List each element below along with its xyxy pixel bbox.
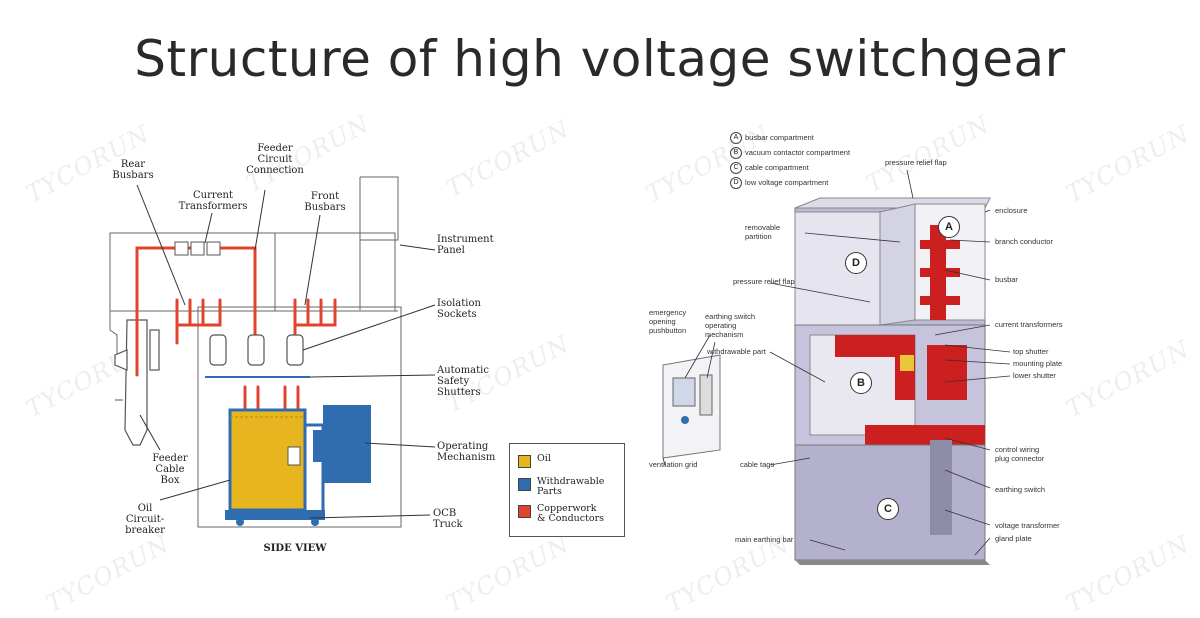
label-top-shutter: top shutter xyxy=(1013,347,1049,356)
side-view-label: SIDE VIEW xyxy=(263,543,327,554)
compartment-marker: D xyxy=(730,177,742,189)
label-feeder-circuit-connection: Feeder Circuit Connection xyxy=(246,143,304,176)
label-earthing-switch-mechanism: earthing switch operating mechanism xyxy=(705,312,756,339)
legend-label: Withdrawable Parts xyxy=(537,476,605,497)
label-main-earthing-bar: main earthing bar xyxy=(735,535,794,544)
page-title: Structure of high voltage switchgear xyxy=(134,30,1066,88)
label-voltage-transformer: voltage transformer xyxy=(995,521,1060,530)
label-earthing-switch: earthing switch xyxy=(995,485,1046,494)
label-instrument-panel: Instrument Panel xyxy=(437,234,494,256)
label-mounting-plate: mounting plate xyxy=(1013,359,1063,368)
swatch-withdrawable xyxy=(518,478,531,491)
label-branch-conductor: branch conductor xyxy=(995,237,1053,246)
swatch-copperwork xyxy=(518,505,531,518)
label-control-wiring-plug: control wiring plug connector xyxy=(995,445,1045,463)
label-feeder-cable-box: Feeder Cable Box xyxy=(152,453,188,486)
label-gland-plate: gland plate xyxy=(995,534,1032,543)
label-automatic-safety-shutters: Automatic Safety Shutters xyxy=(437,365,489,398)
label-current-transformers: Current Transformers xyxy=(178,190,248,212)
label-ventilation-grid: ventilation grid xyxy=(649,460,698,469)
compartment-marker: B xyxy=(730,147,742,159)
label-enclosure: enclosure xyxy=(995,206,1028,215)
label-cable-tags: cable tags xyxy=(740,460,775,469)
compartment-marker: A xyxy=(730,132,742,144)
label-lower-shutter: lower shutter xyxy=(1013,371,1056,380)
switchgear-cutaway-diagram: A busbar compartment B vacuum contactor … xyxy=(645,120,1095,580)
legend-label: Oil xyxy=(537,453,551,464)
side-view-diagram: Rear Busbars Current Transformers Feeder… xyxy=(95,125,635,575)
compartment-label: low voltage compartment xyxy=(745,178,829,187)
label-pressure-relief-flap-top: pressure relief flap xyxy=(885,158,947,167)
legend: Oil Withdrawable Parts Copperwork & Cond… xyxy=(509,443,625,537)
label-emergency-pushbutton: emergency opening pushbutton xyxy=(649,308,687,335)
side-view-drawing xyxy=(109,176,436,528)
compartment-b-marker: B xyxy=(850,372,872,394)
label-busbar: busbar xyxy=(995,275,1018,284)
compartment-a-marker: A xyxy=(938,216,960,238)
label-oil-circuit-breaker: Oil Circuit- breaker xyxy=(125,503,165,536)
label-removable-partition: removable partition xyxy=(745,223,781,241)
label-isolation-sockets: Isolation Sockets xyxy=(437,298,481,320)
compartment-label: vacuum contactor compartment xyxy=(745,148,851,157)
compartment-marker: C xyxy=(730,162,742,174)
label-front-busbars: Front Busbars xyxy=(304,191,346,213)
compartment-label: cable compartment xyxy=(745,163,809,172)
label-ocb-truck: OCB Truck xyxy=(433,508,463,530)
compartment-c-marker: C xyxy=(877,498,899,520)
compartment-label: busbar compartment xyxy=(745,133,814,142)
label-rear-busbars: Rear Busbars xyxy=(112,159,154,181)
compartment-d-marker: D xyxy=(845,252,867,274)
label-operating-mechanism: Operating Mechanism xyxy=(437,441,496,463)
legend-label: Copperwork & Conductors xyxy=(537,503,605,524)
label-withdrawable-part: withdrawable part xyxy=(707,347,766,356)
label-pressure-relief-flap-mid: pressure relief flap xyxy=(733,277,795,286)
swatch-oil xyxy=(518,455,531,468)
label-current-transformers: current transformers xyxy=(995,320,1063,329)
